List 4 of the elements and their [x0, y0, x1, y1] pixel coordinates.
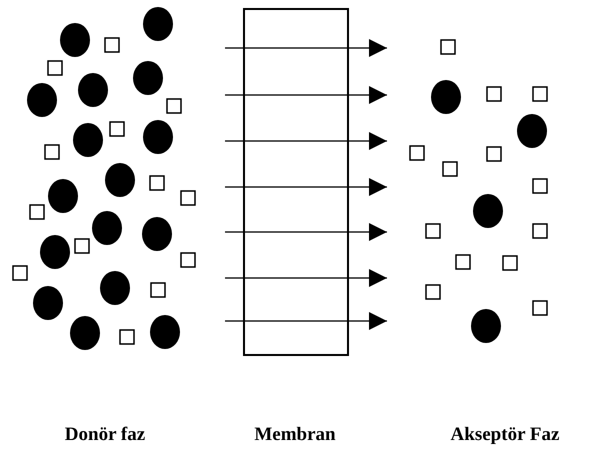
membrane-label: Membran — [254, 424, 336, 446]
phase-label: Donör faz — [64, 424, 146, 446]
phase-label: Akseptör Faz — [450, 424, 560, 446]
membrane-box — [243, 8, 349, 356]
